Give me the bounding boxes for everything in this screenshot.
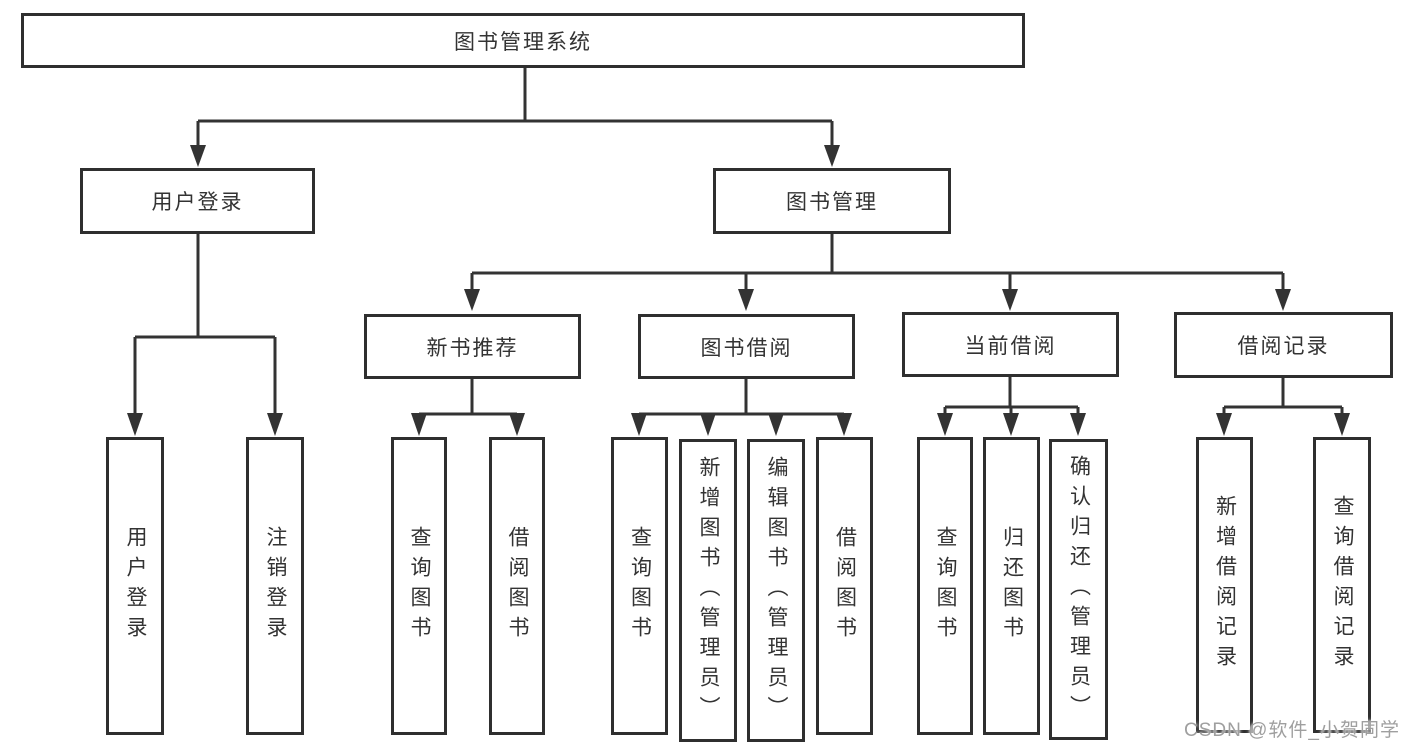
leaf-query-book-recommend: 查询图书: [391, 437, 447, 735]
node-book-borrowing-label: 图书借阅: [700, 336, 793, 360]
leaf-query-book-current-label: 查询图书: [934, 526, 957, 646]
leaf-borrow-book-borrowing: 借阅图书: [816, 437, 873, 735]
csdn-watermark: CSDN @软件_小贺同学: [1184, 720, 1400, 741]
node-current-borrowing-label: 当前借阅: [964, 334, 1057, 358]
leaf-edit-book-admin-label: 编辑图书（管理员）: [765, 455, 788, 726]
leaf-confirm-return-admin-label: 确认归还（管理员）: [1067, 454, 1091, 725]
node-user-login: 用户登录: [80, 168, 315, 234]
node-new-book-recommendation: 新书推荐: [364, 314, 581, 379]
node-root-label: 图书管理系统: [454, 30, 592, 54]
node-book-management: 图书管理: [713, 168, 951, 234]
leaf-query-borrow-record: 查询借阅记录: [1313, 437, 1371, 733]
leaf-query-borrow-record-label: 查询借阅记录: [1331, 495, 1354, 675]
leaf-add-borrow-record-label: 新增借阅记录: [1213, 495, 1237, 675]
leaf-borrow-book-recommend: 借阅图书: [489, 437, 545, 735]
leaf-logout-label: 注销登录: [264, 526, 287, 646]
node-book-borrowing: 图书借阅: [638, 314, 855, 379]
leaf-logout: 注销登录: [246, 437, 304, 735]
node-new-book-recommendation-label: 新书推荐: [426, 336, 519, 360]
leaf-user-login-label: 用户登录: [124, 526, 147, 646]
leaf-confirm-return-admin: 确认归还（管理员）: [1049, 439, 1108, 740]
leaf-edit-book-admin: 编辑图书（管理员）: [747, 439, 805, 742]
leaf-query-book-current: 查询图书: [917, 437, 973, 735]
leaf-query-book-borrowing-label: 查询图书: [628, 526, 652, 646]
leaf-return-book: 归还图书: [983, 437, 1040, 735]
leaf-query-book-recommend-label: 查询图书: [408, 526, 431, 646]
leaf-borrow-book-recommend-label: 借阅图书: [506, 526, 529, 646]
node-book-management-label: 图书管理: [786, 191, 878, 214]
node-current-borrowing: 当前借阅: [902, 312, 1119, 377]
leaf-return-book-label: 归还图书: [1000, 526, 1024, 646]
leaf-user-login: 用户登录: [106, 437, 164, 735]
node-user-login-label: 用户登录: [151, 191, 244, 214]
leaf-query-book-borrowing: 查询图书: [611, 437, 668, 735]
leaf-add-borrow-record: 新增借阅记录: [1196, 437, 1253, 733]
leaf-borrow-book-borrowing-label: 借阅图书: [833, 526, 857, 646]
node-borrowing-records: 借阅记录: [1174, 312, 1393, 378]
leaf-add-book-admin: 新增图书（管理员）: [679, 439, 737, 742]
node-root: 图书管理系统: [21, 13, 1025, 68]
leaf-add-book-admin-label: 新增图书（管理员）: [697, 455, 720, 726]
node-borrowing-records-label: 借阅记录: [1237, 335, 1330, 358]
